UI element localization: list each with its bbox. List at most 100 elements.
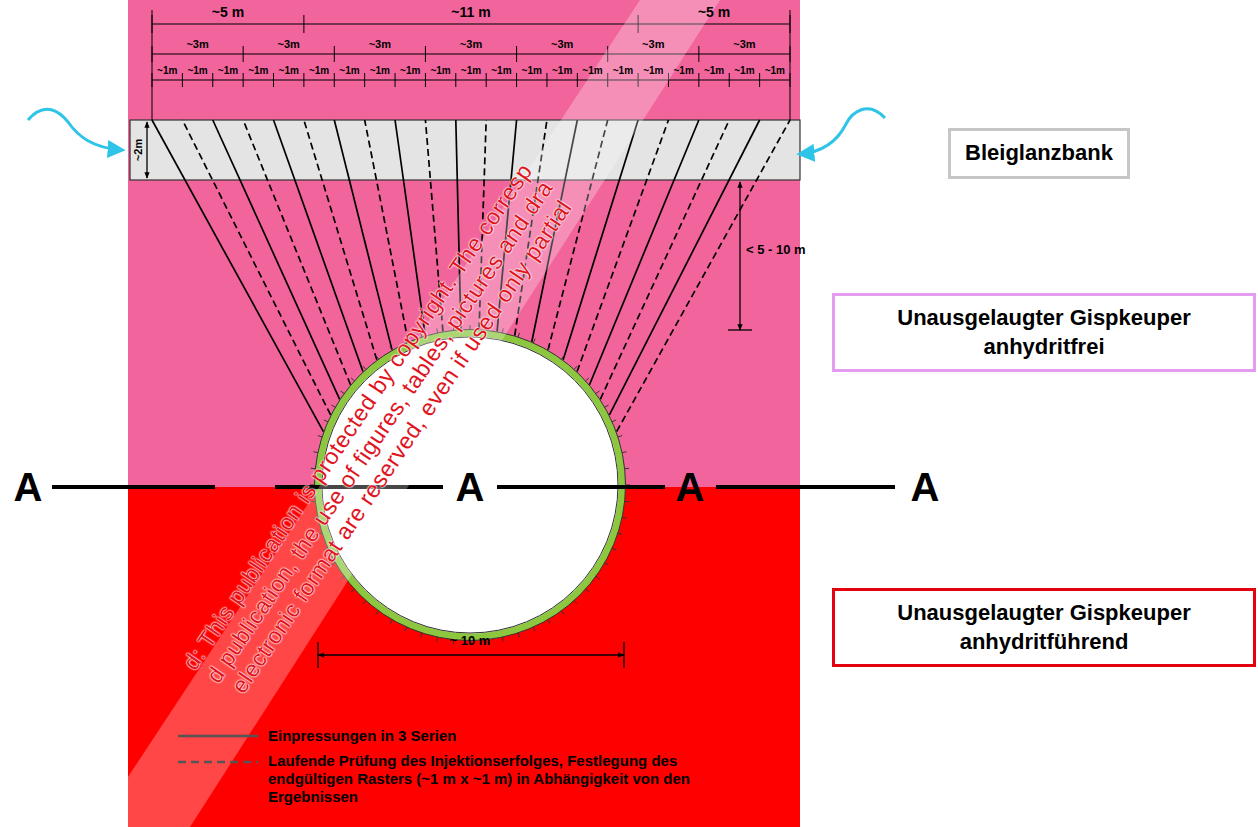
anchor-tick: [622, 517, 626, 519]
layer-label-box: Unausgelaugter Gispkeuper anhydritführen…: [832, 588, 1256, 667]
test-borehole: [365, 120, 409, 342]
dimension-label: ~11 m: [451, 5, 490, 20]
legend-text: Einpressungen in 3 Serien: [268, 727, 693, 745]
section-mark: A: [676, 465, 705, 509]
anchor-tick: [618, 436, 622, 437]
dimension-tick: [546, 73, 547, 87]
dimension-label: ~1m: [218, 65, 238, 76]
anchor-tick: [596, 391, 600, 394]
dimension-tick: [243, 46, 244, 62]
dimension-tick: [303, 73, 304, 87]
layer-label-box: Unausgelaugter Gispkeuper anhydritfrei: [832, 293, 1256, 372]
anchor-tick: [622, 451, 626, 453]
dimension-label: ~2m: [132, 139, 144, 161]
dimension-label: ~1m: [674, 65, 694, 76]
dimension-tick: [516, 73, 517, 87]
pointer-arrows: [28, 109, 885, 154]
dimension-tick: [395, 73, 396, 87]
dimension-label: ~1m: [248, 65, 268, 76]
section-mark: A: [911, 465, 940, 509]
watermark: d: This publication is protected by copy…: [178, 159, 537, 674]
dimension-label: ~1m: [522, 65, 542, 76]
anchor-tick: [405, 627, 407, 631]
dimension-label: ~3m: [733, 38, 755, 50]
anchor-tick: [518, 633, 519, 637]
anchor-tick: [561, 611, 564, 615]
anchor-tick: [502, 637, 504, 641]
injection-borehole: [274, 120, 363, 372]
dimension-tick: [698, 46, 699, 62]
anchor-tick: [574, 366, 577, 369]
dimension-label: ~1m: [552, 65, 572, 76]
anchor-tick: [390, 620, 392, 624]
legend-sample: [178, 761, 258, 764]
dimension-label: ~3m: [460, 38, 482, 50]
layer-name: Unausgelaugter Gispkeuper anhydritführen…: [849, 599, 1239, 656]
injection-borehole: [334, 120, 392, 350]
anchor-tick: [574, 601, 577, 604]
dimension-label: ~3m: [642, 38, 664, 50]
dimension-tick: [334, 73, 335, 87]
dimension-label: < 5 - 10 m: [746, 243, 806, 257]
watermark: electronic format are reserved, even if …: [227, 196, 577, 698]
dimension-tick: [425, 73, 426, 87]
dimension-label: ~1m: [704, 65, 724, 76]
anchor-tick: [376, 611, 379, 615]
layer-name: Unausgelaugter Gispkeuper anhydritfrei: [849, 304, 1239, 361]
injection-borehole: [213, 120, 340, 399]
anchor-tick: [548, 620, 550, 624]
dimension-tick: [577, 73, 578, 87]
dimension-tick: [516, 46, 517, 62]
anchor-tick: [561, 356, 564, 360]
extension-line: [790, 10, 791, 120]
dimension-label: ~1m: [734, 65, 754, 76]
anchor-tick: [351, 378, 354, 381]
dimension-label: ~1m: [582, 65, 602, 76]
dimension-label: ~5 m: [698, 5, 730, 20]
legend-samples: [178, 736, 258, 762]
dimension-line: [152, 54, 790, 55]
dimension-label: ~1m: [613, 65, 633, 76]
dimension-tick: [729, 73, 730, 87]
test-borehole: [304, 120, 377, 360]
anchor-tick: [351, 589, 354, 592]
anchor-tick: [318, 436, 322, 437]
extension-line: [152, 10, 153, 120]
test-borehole: [182, 120, 330, 415]
test-borehole: [243, 120, 350, 385]
dimension-label: ~1m: [339, 65, 359, 76]
anchor-tick: [586, 378, 589, 381]
injection-borehole: [152, 120, 323, 432]
injection-borehole: [609, 120, 759, 415]
anchor-tick: [533, 339, 535, 343]
anchor-tick: [612, 548, 616, 550]
test-borehole: [600, 120, 729, 399]
dimension-tick: [212, 73, 213, 87]
dimension-label: ~3m: [369, 38, 391, 50]
section-mark: A: [456, 465, 485, 509]
dimension-label: ~1m: [370, 65, 390, 76]
dimension-tick: [303, 15, 304, 33]
anchor-tick: [618, 533, 622, 534]
dimension-label: ~3m: [278, 38, 300, 50]
anchor-tick: [363, 366, 366, 369]
anchor-tick: [421, 633, 422, 637]
anchor-tick: [436, 637, 438, 641]
dimension-label: ~1m: [461, 65, 481, 76]
legend-text: Laufende Prüfung des Injektionserfolges,…: [268, 752, 693, 806]
dimension-tick: [273, 73, 274, 87]
anchor-tick: [605, 563, 609, 565]
anchor-tick: [324, 420, 328, 422]
layer-label-box: Bleiglanzbank: [948, 128, 1130, 179]
dimension-label: ~1m: [430, 65, 450, 76]
dimension-tick: [334, 46, 335, 62]
dimension-label: ~1m: [643, 65, 663, 76]
test-borehole: [617, 120, 790, 432]
dimension-label: ~1m: [400, 65, 420, 76]
dimension-label: ~5 m: [212, 5, 244, 20]
anchor-tick: [533, 627, 535, 631]
dimension-tick: [486, 73, 487, 87]
